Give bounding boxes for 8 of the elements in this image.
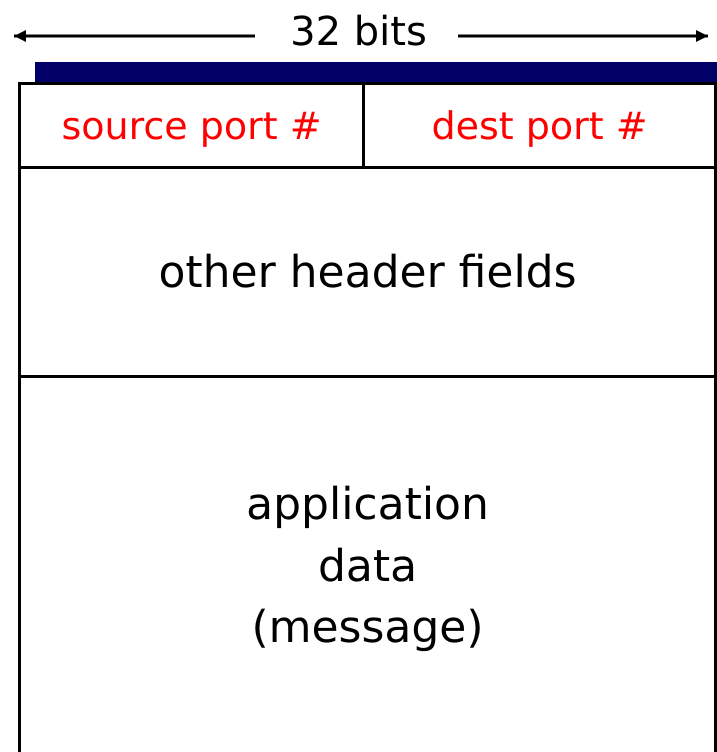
header-field	[362, 82, 717, 169]
field-label: dest port #	[431, 104, 648, 148]
field-label: application data (message)	[246, 478, 489, 656]
header-field	[18, 166, 717, 378]
field-label: other header fields	[158, 246, 577, 298]
data-field	[18, 375, 717, 752]
field-label: source port #	[61, 104, 322, 148]
header-field	[18, 82, 365, 169]
